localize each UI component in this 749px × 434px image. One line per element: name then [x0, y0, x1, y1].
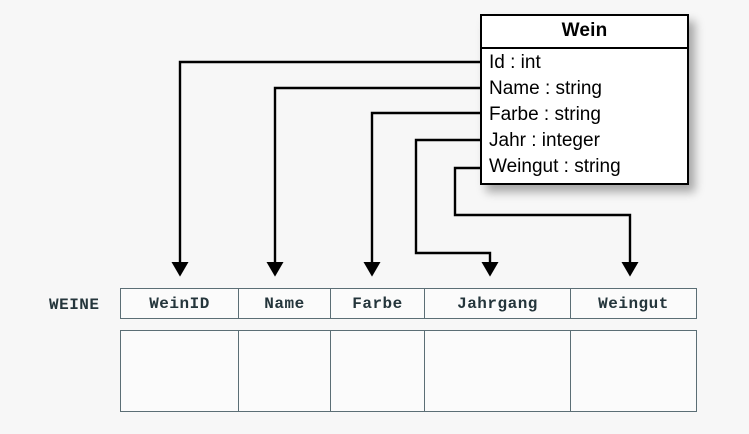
uml-attribute-jahr: Jahr : integer: [489, 130, 600, 151]
table-cell-weingut[interactable]: [571, 331, 696, 411]
column-header-weinid: WeinID: [121, 289, 239, 318]
connector-id-to-weinid: [171, 60, 480, 277]
uml-attribute-farbe: Farbe : string: [489, 104, 601, 125]
column-header-farbe: Farbe: [331, 289, 425, 318]
table-cell-weinid[interactable]: [121, 331, 239, 411]
uml-attribute-list: Id : int Name : string Farbe : string Ja…: [482, 49, 687, 183]
table-header-row: WeinID Name Farbe Jahrgang Weingut: [120, 288, 697, 319]
connector-jahr-to-jahrgang: [414, 138, 499, 277]
uml-class-title: Wein: [482, 16, 687, 49]
table-cell-name[interactable]: [239, 331, 331, 411]
uml-attribute-id: Id : int: [489, 52, 541, 73]
column-header-jahrgang: Jahrgang: [425, 289, 571, 318]
connector-farbe-to-farbe: [363, 111, 480, 277]
table-cell-jahrgang[interactable]: [425, 331, 571, 411]
table-cell-farbe[interactable]: [331, 331, 425, 411]
table-row[interactable]: [120, 330, 697, 412]
uml-class-box[interactable]: Wein Id : int Name : string Farbe : stri…: [480, 14, 689, 185]
relation-name-label: WEINE: [49, 296, 100, 314]
column-header-weingut: Weingut: [598, 294, 669, 313]
column-header-name: Name: [239, 289, 331, 318]
uml-attribute-weingut: Weingut : string: [489, 156, 621, 177]
connector-name-to-name: [266, 86, 480, 277]
relational-table[interactable]: WeinID Name Farbe Jahrgang Weingut: [120, 288, 697, 412]
uml-attribute-name: Name : string: [489, 78, 602, 99]
connector-weingut-to-weingut: [453, 166, 639, 277]
